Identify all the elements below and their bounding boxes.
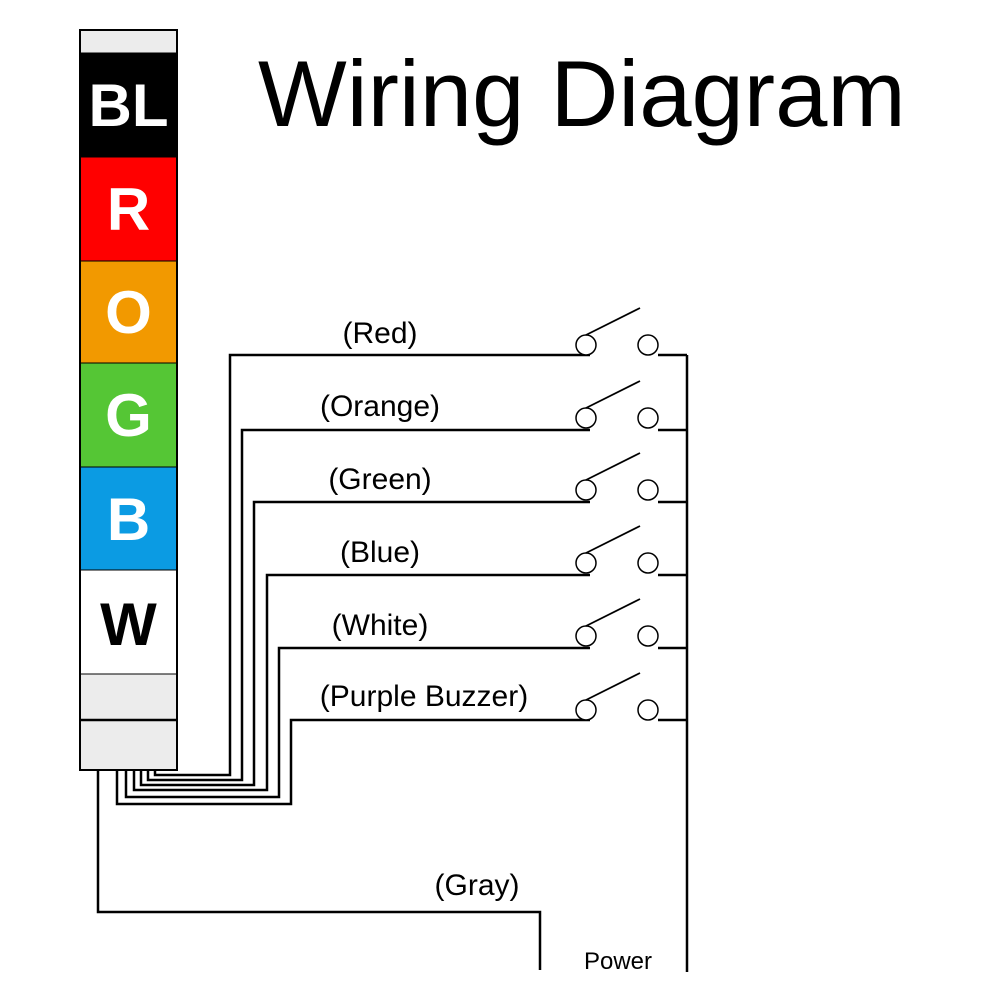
- wire-white: [124, 646, 590, 799]
- switch-terminal-left: [575, 625, 597, 647]
- tower-buzzer-housing: [79, 673, 178, 721]
- switch-terminal-right: [637, 625, 659, 647]
- wire-label-purple-buzzer: (Purple Buzzer): [320, 680, 528, 713]
- switch-terminal-left: [575, 552, 597, 574]
- tower-segment-o-letter: O: [105, 279, 152, 346]
- switch-lever: [585, 380, 641, 409]
- tower-segment-r: R: [79, 156, 178, 262]
- tower-segment-o-fill: [79, 260, 178, 364]
- tower-segment-b-fill: [79, 466, 178, 571]
- tower-base: [79, 719, 178, 771]
- switch-terminal-right: [637, 407, 659, 429]
- tower-segment-r-fill: [79, 156, 178, 262]
- switch-blue: [575, 525, 687, 577]
- wire-label-green: (Green): [328, 463, 431, 496]
- switch-lever: [585, 525, 641, 554]
- tower-segment-w-fill: [79, 569, 178, 675]
- switch-red: [575, 307, 687, 357]
- tower-top-cap: [79, 29, 178, 54]
- wire-gray: [96, 770, 542, 970]
- diagram-title: Wiring Diagram: [258, 41, 906, 146]
- tower-segment-g-fill: [79, 362, 178, 468]
- switch-terminal-right: [637, 334, 659, 356]
- tower-segment-g: G: [79, 362, 178, 468]
- signal-tower: BL R O G B W: [79, 29, 178, 771]
- switch-terminal-left: [575, 334, 597, 356]
- tower-segment-o: O: [79, 260, 178, 364]
- tower-segment-b: B: [79, 466, 178, 571]
- wire-label-gray: (Gray): [435, 869, 520, 902]
- switch-orange: [575, 380, 687, 432]
- tower-segment-bl: BL: [79, 52, 178, 158]
- wire-bundle: [96, 353, 689, 972]
- tower-segment-w: W: [79, 569, 178, 675]
- switch-green: [575, 452, 687, 504]
- tower-segment-w-letter: W: [100, 591, 157, 658]
- switch-terminal-left: [575, 699, 597, 721]
- switch-lever: [585, 452, 641, 481]
- wire-purple-buzzer: [115, 718, 590, 806]
- switch-purple-buzzer: [575, 672, 687, 722]
- tower-outline: [79, 29, 178, 771]
- tower-segment-bl-letter: BL: [89, 72, 169, 139]
- tower-segment-b-letter: B: [107, 486, 150, 553]
- switch-white: [575, 598, 687, 650]
- switch-lever: [585, 307, 641, 336]
- wire-label-blue: (Blue): [340, 536, 420, 569]
- switch-terminal-right: [637, 479, 659, 501]
- power-label: Power: [584, 948, 652, 975]
- switch-terminal-right: [637, 552, 659, 574]
- wire-green: [139, 500, 590, 787]
- wire-label-orange: (Orange): [320, 390, 440, 423]
- switch-lever: [585, 672, 641, 701]
- wire-label-white: (White): [332, 609, 429, 642]
- wire-orange: [146, 428, 590, 782]
- wire-blue: [132, 573, 590, 792]
- switch-terminal-left: [575, 407, 597, 429]
- switch-terminal-right: [637, 699, 659, 721]
- wire-red: [153, 353, 590, 777]
- wire-label-red: (Red): [342, 317, 417, 350]
- tower-segment-g-letter: G: [105, 382, 152, 449]
- switch-terminal-left: [575, 479, 597, 501]
- switch-lever: [585, 598, 641, 627]
- tower-segment-r-letter: R: [107, 176, 150, 243]
- tower-segment-bl-fill: [79, 52, 178, 158]
